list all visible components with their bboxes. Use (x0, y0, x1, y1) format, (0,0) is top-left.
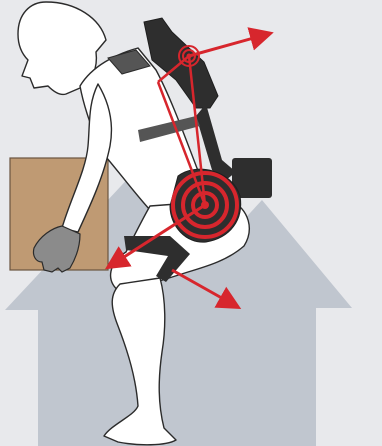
exoskeleton-lift-diagram (0, 0, 382, 446)
